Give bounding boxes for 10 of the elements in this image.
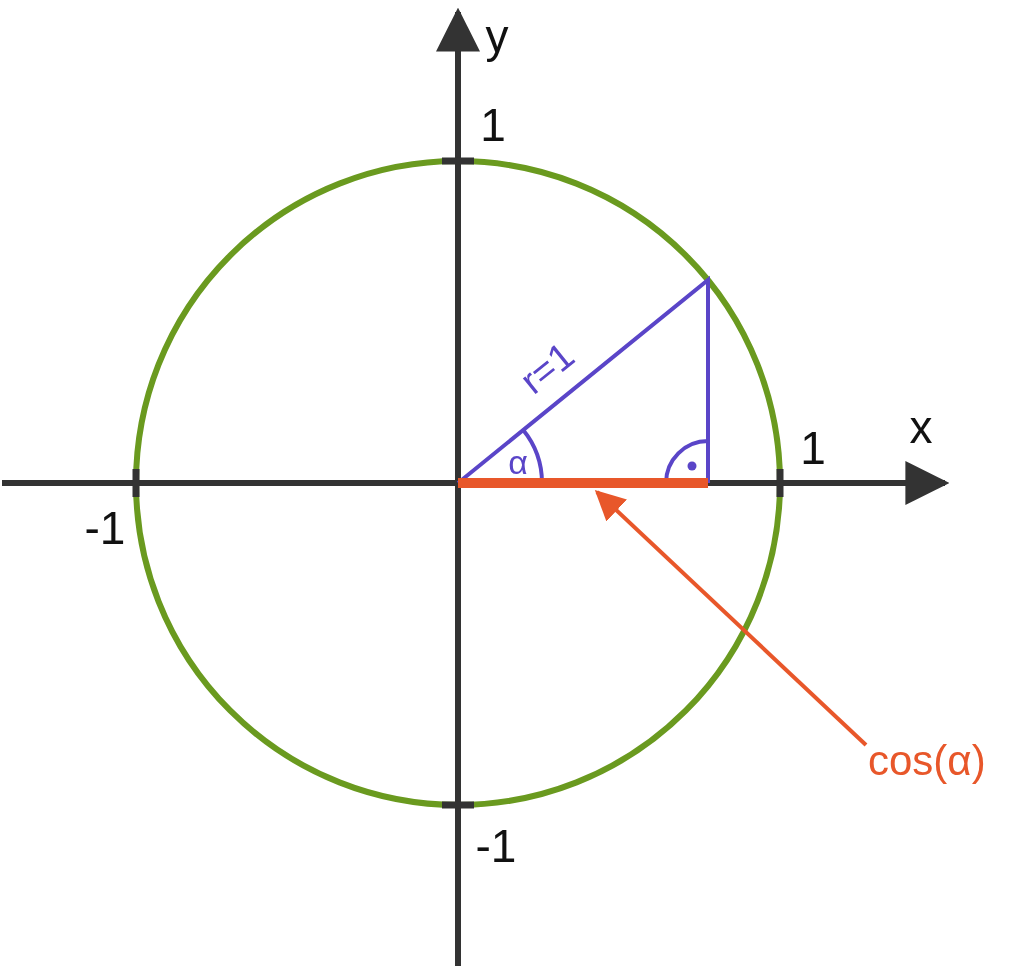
- axis-label: x: [909, 404, 933, 450]
- tick-label: 1: [480, 102, 506, 148]
- radius-label: r=1: [513, 335, 581, 401]
- cosine-segment: [458, 478, 708, 488]
- callout-text: cos(α): [868, 737, 986, 784]
- tick-label: 1: [800, 425, 826, 471]
- angle-label: α: [508, 445, 528, 479]
- tick-label: -1: [475, 823, 517, 869]
- tick-label: -1: [84, 505, 126, 551]
- leader-arrow: [594, 489, 868, 747]
